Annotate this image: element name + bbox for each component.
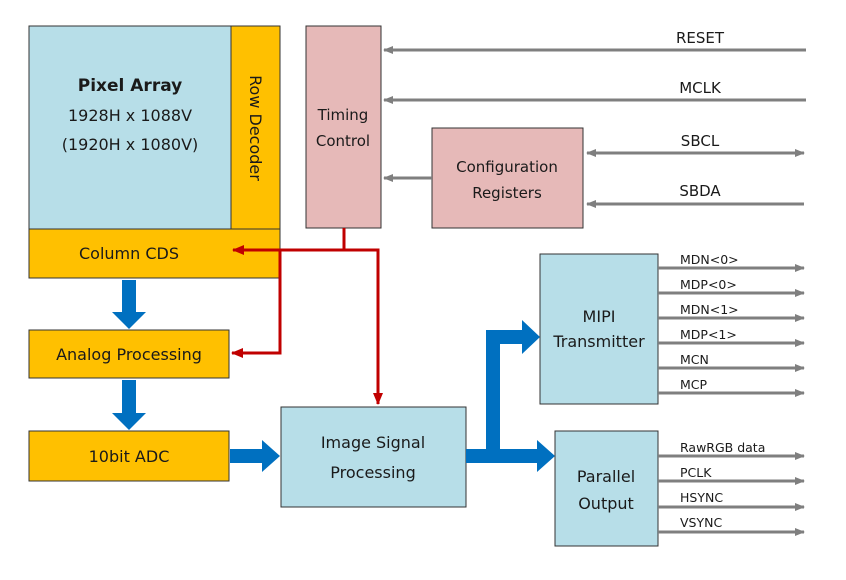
mcp-label: MCP: [680, 377, 708, 392]
config-registers-label-2: Registers: [472, 184, 542, 202]
analog-processing-block: Analog Processing: [28, 329, 230, 379]
analog-to-adc-arrow: [112, 380, 146, 430]
isp-to-outputs-arrow: [466, 320, 555, 472]
pixel-array-resolution: 1928H x 1088V: [68, 106, 192, 125]
mipi-transmitter-block: MIPI Transmitter: [539, 253, 659, 405]
adc-block: 10bit ADC: [28, 430, 230, 482]
row-decoder-label: Row Decoder: [246, 75, 265, 181]
hsync-label: HSYNC: [680, 490, 723, 505]
timing-control-label-2: Control: [316, 132, 370, 150]
sbcl-label: SBCL: [681, 132, 720, 150]
mipi-label-2: Transmitter: [552, 332, 645, 351]
parallel-output-block: Parallel Output: [554, 430, 659, 547]
reset-label: RESET: [676, 29, 725, 47]
row-decoder-block: Row Decoder: [230, 25, 281, 230]
mdp0-label: MDP<0>: [680, 277, 737, 292]
adc-to-isp-arrow: [230, 440, 280, 472]
mdp1-label: MDP<1>: [680, 327, 737, 342]
data-flow-arrows: [112, 280, 555, 472]
parallel-output-lines: [658, 452, 805, 536]
isp-label-1: Image Signal: [321, 433, 425, 452]
control-signal-lines: [383, 46, 806, 208]
parallel-label-2: Output: [578, 494, 634, 513]
pixel-array-block: Pixel Array 1928H x 1088V (1920H x 1080V…: [28, 25, 232, 230]
vsync-label: VSYNC: [680, 515, 722, 530]
column-cds-label: Column CDS: [79, 244, 179, 263]
mcn-label: MCN: [680, 352, 709, 367]
pixel-array-active-resolution: (1920H x 1080V): [62, 135, 199, 154]
isp-label-2: Processing: [330, 463, 415, 482]
timing-control-block: Timing Control: [305, 25, 382, 229]
mdn1-label: MDN<1>: [680, 302, 739, 317]
sbda-label: SBDA: [679, 182, 721, 200]
mipi-output-lines: [658, 264, 805, 397]
parallel-label-1: Parallel: [577, 467, 635, 486]
rawrgb-label: RawRGB data: [680, 440, 765, 455]
mdn0-label: MDN<0>: [680, 252, 739, 267]
isp-block: Image Signal Processing: [280, 406, 467, 508]
control-arrows: [231, 228, 383, 405]
timing-to-isp-arrow: [344, 248, 383, 405]
mclk-label: MCLK: [679, 79, 722, 97]
cds-to-analog-arrow: [112, 280, 146, 329]
pclk-label: PCLK: [680, 465, 712, 480]
pixel-array-title: Pixel Array: [78, 76, 182, 96]
timing-to-analog-arrow: [231, 250, 282, 358]
column-cds-block: Column CDS: [28, 228, 281, 279]
timing-control-label-1: Timing: [317, 106, 369, 124]
config-registers-label-1: Configuration: [456, 158, 558, 176]
configuration-registers-block: Configuration Registers: [431, 127, 584, 229]
mipi-label-1: MIPI: [583, 307, 616, 326]
analog-processing-label: Analog Processing: [56, 345, 202, 364]
adc-label: 10bit ADC: [89, 447, 170, 466]
